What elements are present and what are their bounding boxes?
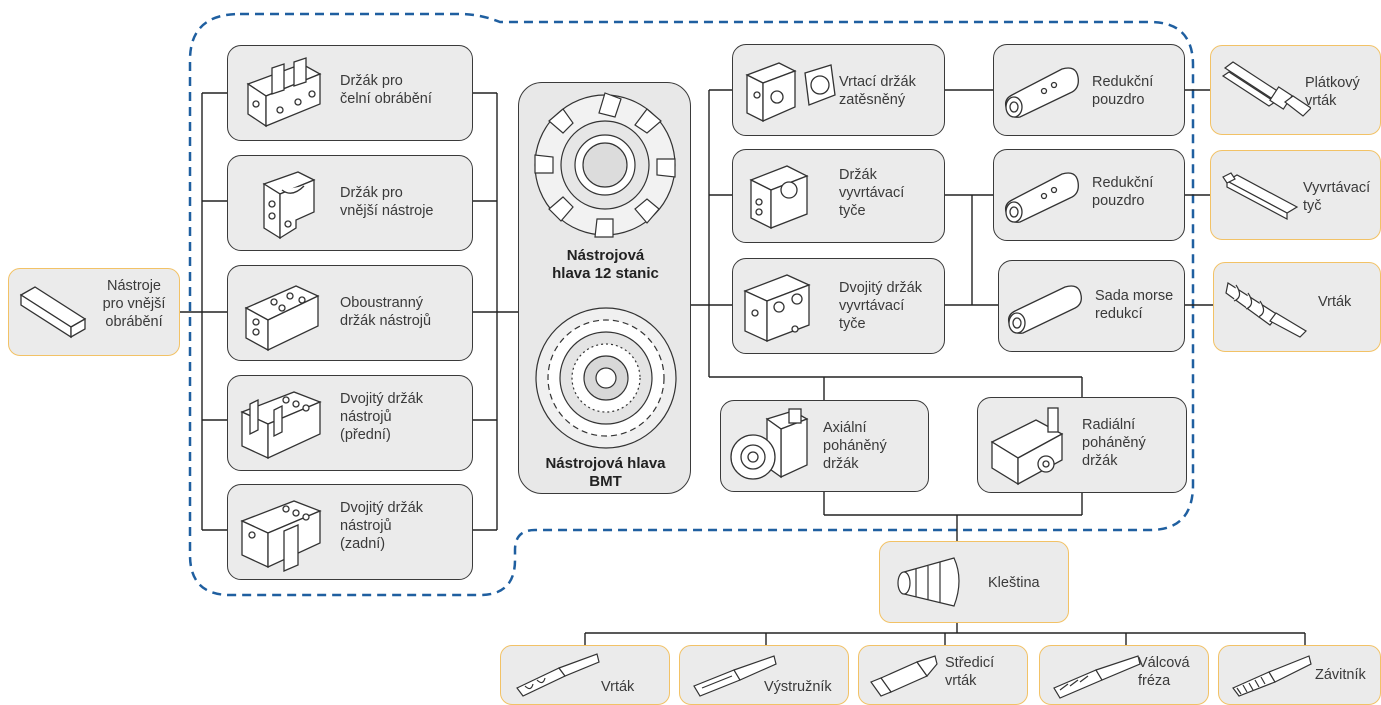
twist-drill-icon	[1222, 275, 1310, 341]
adapter-box-reduction-2: Redukční pouzdro	[993, 149, 1185, 241]
reduction-sleeve-icon	[1000, 166, 1086, 226]
reduction-sleeve-icon	[1000, 61, 1086, 121]
tool-label-insert-drill: Plátkový vrták	[1305, 75, 1360, 109]
bottom-tool-box-reamer: Výstružník	[679, 645, 849, 705]
bottom-tool-label-reamer: Výstružník	[764, 679, 832, 695]
driven-label-axial: Axiální poháněný držák	[823, 420, 887, 472]
square-shank-tool-icon	[15, 281, 87, 341]
tool-box-insert-drill: Plátkový vrták	[1210, 45, 1381, 135]
reamer-icon	[688, 650, 778, 698]
adapter-box-morse: Sada morse redukcí	[998, 260, 1185, 352]
outer-tools-label: Nástroje pro vnější obrábění	[102, 278, 166, 330]
holder-box-boring-bar: Držák vyvrtávací tyče	[732, 149, 945, 243]
holder-label-double-sided: Oboustranný držák nástrojů	[340, 295, 432, 329]
drill-holder-icon	[739, 55, 839, 127]
turret-region-dashed-outline	[188, 12, 1195, 597]
holder-label-face: Držák pro čelní obrábění	[340, 73, 432, 107]
holder-label-double-front: Dvojitý držák nástrojů (přední)	[340, 391, 423, 443]
morse-sleeve-icon	[1003, 277, 1089, 337]
boring-bar-holder-icon	[743, 160, 823, 236]
bottom-tool-box-end-mill: Válcová fréza	[1039, 645, 1209, 705]
holder-box-external: Držák pro vnější nástroje	[227, 155, 473, 251]
turret-bmt-icon	[533, 305, 679, 451]
turret-heads-box: Nástrojová hlava 12 stanic Nástrojová hl…	[518, 82, 691, 494]
bottom-tool-label-end-mill: Válcová fréza	[1138, 655, 1190, 689]
bottom-tool-box-center-drill: Středicí vrták	[858, 645, 1028, 705]
double-holder-rear-icon	[234, 491, 328, 575]
adapter-box-reduction-1: Redukční pouzdro	[993, 44, 1185, 136]
holder-box-face: Držák pro čelní obrábění	[227, 45, 473, 141]
turret-12-station-icon	[529, 89, 681, 241]
adapter-label-morse: Sada morse redukcí	[1095, 288, 1174, 322]
collet-box: Kleština	[879, 541, 1069, 623]
driven-box-radial: Radiální poháněný držák	[977, 397, 1187, 493]
end-mill-icon	[1048, 650, 1142, 700]
tap-icon	[1227, 650, 1313, 698]
block-holder-icon	[242, 54, 324, 134]
adapter-label-reduction-1: Redukční pouzdro	[1092, 74, 1154, 108]
tool-box-twist-drill: Vrták	[1213, 262, 1381, 352]
holder-label-external: Držák pro vnější nástroje	[340, 185, 434, 219]
insert-drill-icon	[1219, 56, 1311, 126]
radial-driven-holder-icon	[986, 402, 1078, 488]
holder-label-double-boring: Dvojitý držák vyvrtávací tyče	[839, 280, 922, 332]
double-holder-front-icon	[234, 382, 328, 466]
double-boring-holder-icon	[739, 269, 825, 347]
axial-driven-holder-icon	[727, 407, 817, 489]
collet-label: Kleština	[988, 575, 1040, 591]
double-sided-holder-icon	[238, 272, 326, 356]
holder-box-double-boring: Dvojitý držák vyvrtávací tyče	[732, 258, 945, 354]
tool-box-boring-bar: Vyvrtávací tyč	[1210, 150, 1381, 240]
bottom-tool-label-tap: Závitník	[1315, 667, 1366, 683]
driven-label-radial: Radiální poháněný držák	[1082, 417, 1146, 469]
turret-bmt-label: Nástrojová hlava BMT	[545, 455, 666, 490]
bottom-tool-box-tap: Závitník	[1218, 645, 1381, 705]
outer-tools-box: Nástroje pro vnější obrábění	[8, 268, 180, 356]
external-holder-icon	[242, 164, 324, 246]
collet-icon	[894, 550, 970, 616]
bottom-tool-label-center-drill: Středicí vrták	[945, 655, 995, 689]
tool-label-boring-bar: Vyvrtávací tyč	[1303, 180, 1371, 214]
holder-box-drill-sealed: Vrtací držák zatěsněný	[732, 44, 945, 136]
holder-label-double-rear: Dvojitý držák nástrojů (zadní)	[340, 500, 423, 552]
tool-label-twist-drill: Vrták	[1318, 294, 1352, 310]
driven-box-axial: Axiální poháněný držák	[720, 400, 929, 492]
bottom-tool-box-drill: Vrták	[500, 645, 670, 705]
holder-box-double-rear: Dvojitý držák nástrojů (zadní)	[227, 484, 473, 580]
holder-box-double-sided: Oboustranný držák nástrojů	[227, 265, 473, 361]
boring-bar-icon	[1219, 169, 1303, 223]
center-drill-icon	[867, 652, 941, 700]
adapter-label-reduction-2: Redukční pouzdro	[1092, 175, 1154, 209]
turret-12-station-label: Nástrojová hlava 12 stanic	[552, 247, 659, 282]
bottom-tool-label-drill: Vrták	[601, 679, 635, 695]
drill-icon	[511, 650, 601, 698]
holder-label-boring-bar: Držák vyvrtávací tyče	[839, 167, 905, 219]
holder-box-double-front: Dvojitý držák nástrojů (přední)	[227, 375, 473, 471]
holder-label-drill-sealed: Vrtací držák zatěsněný	[839, 74, 916, 108]
